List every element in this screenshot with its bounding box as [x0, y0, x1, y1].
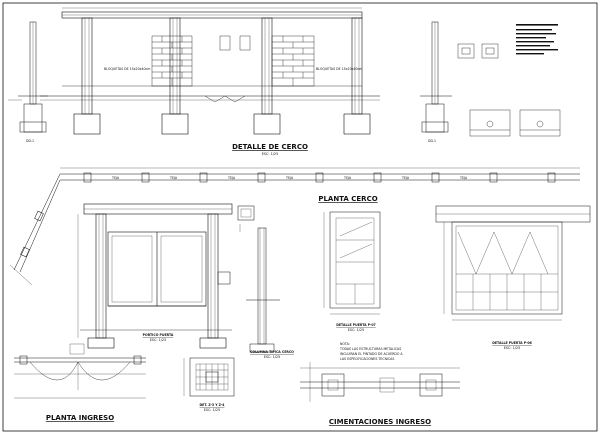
- wall-label-left: BLOQUETAS DE 15x20x40cm: [104, 67, 150, 71]
- title-planta-ingreso: PLANTA INGRESO: [46, 414, 114, 422]
- scale-det: ESC: 1/25: [204, 408, 221, 412]
- planta-ingreso: [14, 343, 146, 399]
- title-det-zapata: DET. Z-3 Y Z-4: [200, 403, 226, 407]
- title-detalle-puerta-p07: DETALLE PUERTA P-07: [336, 323, 376, 327]
- planta-tag-5: TEJA: [343, 176, 352, 180]
- detalle-puerta-p06: [435, 205, 591, 321]
- small-details: [457, 43, 561, 137]
- title-cimentaciones: CIMENTACIONES INGRESO: [329, 418, 431, 426]
- bloquetas-pattern-left: [151, 35, 231, 87]
- title-columna-tipica: COLUMNA TIPICA CERCO: [250, 350, 294, 354]
- planta-cerco: [9, 167, 580, 286]
- title-planta-cerco: PLANTA CERCO: [318, 195, 377, 203]
- det-zapata: [183, 357, 235, 397]
- detalle-cerco-elevation: [40, 7, 380, 135]
- columna-tipica: [217, 205, 280, 353]
- planta-tag-1: TEJA: [111, 176, 120, 180]
- scale-portico: ESC: 1/25: [150, 338, 167, 342]
- planta-tag-3: TEJA: [227, 176, 236, 180]
- section-label-left: DD-1: [26, 139, 34, 143]
- planta-tag-2: TEJA: [169, 176, 178, 180]
- planta-tag-7: TEJA: [459, 176, 468, 180]
- nota-title: NOTA:: [340, 342, 350, 346]
- spec-notes-block: [516, 24, 558, 55]
- planta-tag-4: TEJA: [285, 176, 294, 180]
- nota-line-1: TODAS LAS ESTRUCTURAS METALICAS: [339, 347, 401, 351]
- wall-label-right: BLOQUETAS DE 15x20x40cm: [316, 67, 362, 71]
- title-portico-puerta: PORTICO PUERTA: [143, 333, 174, 337]
- section-label-right: DD-1: [428, 139, 436, 143]
- scale-p06: ESC: 1/25: [504, 346, 521, 350]
- section-dd1-right: [420, 21, 452, 133]
- detalle-puerta-p07: [323, 211, 381, 315]
- section-dd1-left: [8, 21, 48, 133]
- scale-detalle-cerco: ESC: 1/25: [262, 152, 279, 156]
- scale-p07: ESC: 1/25: [348, 328, 365, 332]
- title-detalle-puerta-p06: DETALLE PUERTA P-06: [492, 341, 532, 345]
- nota-line-2: INCLUIRAN EL PINTADO DE ACUERDO A: [340, 352, 403, 356]
- scale-columna: ESC: 1/25: [264, 355, 281, 359]
- planta-tag-6: TEJA: [401, 176, 410, 180]
- portico-puerta: [77, 203, 233, 349]
- cimentaciones-ingreso: [300, 362, 460, 402]
- nota-line-3: LAS ESPECIFICACIONES TECNICAS: [340, 357, 394, 361]
- title-detalle-cerco: DETALLE DE CERCO: [232, 143, 308, 151]
- bloquetas-pattern-right: [239, 35, 315, 87]
